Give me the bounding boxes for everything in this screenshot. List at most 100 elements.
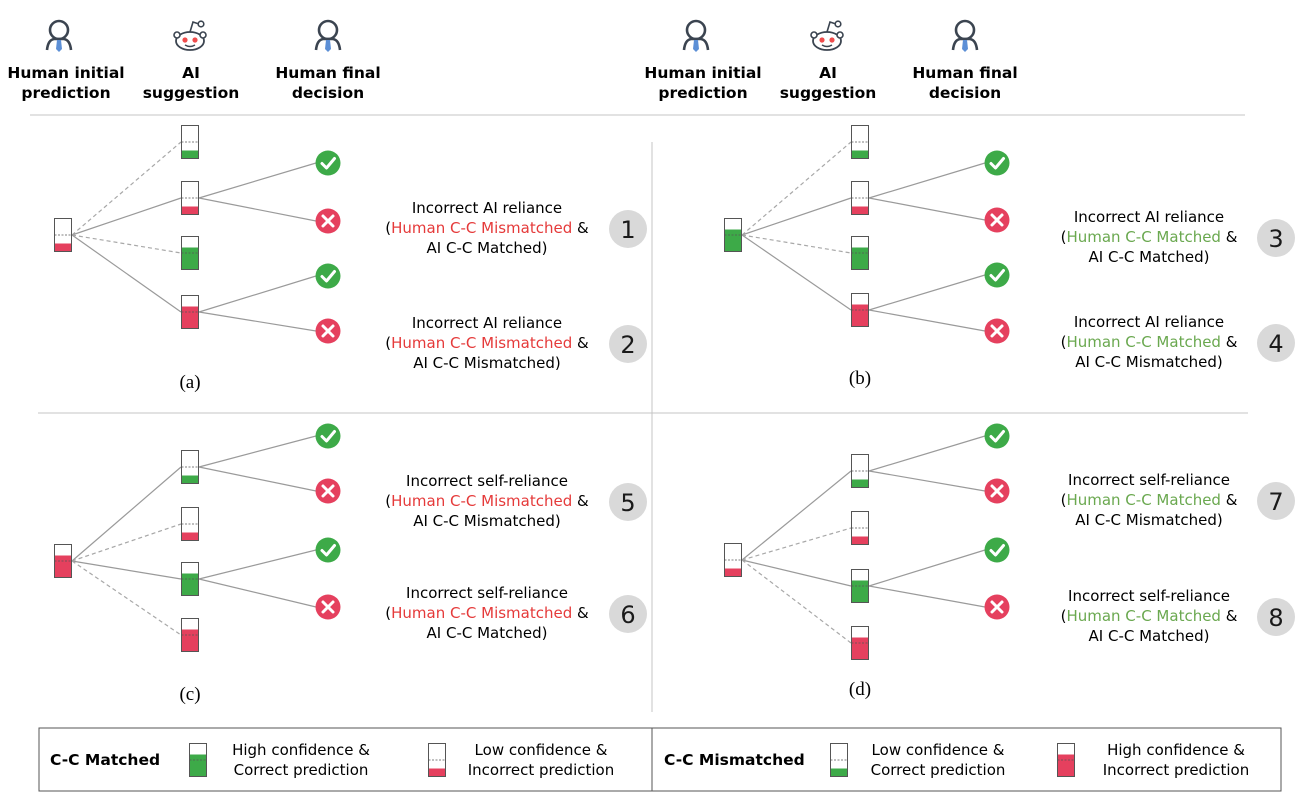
bar-fill (852, 206, 868, 214)
legend-item-line1: High confidence & (1107, 741, 1245, 759)
robot-ear (173, 31, 181, 39)
case-human-line: (Human C-C Mismatched & (385, 219, 589, 237)
x-mark (321, 600, 335, 614)
human-cc-status: Human C-C Mismatched (391, 492, 572, 510)
ai-to-correct-line (868, 549, 986, 587)
user-icon (314, 19, 342, 52)
check-mark (989, 430, 1005, 443)
case-label-3: Incorrect AI reliance(Human C-C Matched … (1061, 208, 1238, 266)
case-label-1: Incorrect AI reliance(Human C-C Mismatch… (385, 199, 589, 257)
header-ai-suggestion: AI suggestion (143, 64, 240, 102)
case-human-line: (Human C-C Matched & (1061, 491, 1238, 509)
case-human-line: (Human C-C Matched & (1061, 607, 1238, 625)
check-circle-icon (984, 537, 1010, 563)
paren-open: ( (1061, 607, 1067, 625)
case-label-4: Incorrect AI reliance(Human C-C Matched … (1061, 313, 1238, 371)
ai-to-incorrect-line (868, 585, 986, 608)
check-circle-bg (984, 150, 1010, 176)
human-to-ai-line (741, 141, 852, 236)
bar-fill (429, 768, 445, 776)
bar-fill (852, 304, 868, 326)
case-title: Incorrect self-reliance (406, 584, 568, 602)
ampersand: & (1221, 333, 1238, 351)
panel-label: (b) (849, 368, 871, 389)
human-to-ai-line (741, 197, 852, 236)
human-initial-bar (54, 218, 72, 252)
x-circle-icon (315, 594, 341, 620)
x-circle-icon (984, 318, 1010, 344)
user-head (685, 19, 707, 41)
paren-open: ( (385, 334, 391, 352)
bar-fill (55, 555, 71, 577)
robot-mouth (821, 44, 833, 48)
header-human-final-line2: decision (929, 84, 1001, 102)
bar-fill (852, 536, 868, 544)
paren-open: ( (1061, 333, 1067, 351)
badge-number: 8 (1268, 604, 1283, 632)
bar-fill (725, 568, 741, 576)
bar-fill (182, 247, 198, 269)
ai-suggestion-bar (181, 450, 199, 484)
case-label-6: Incorrect self-reliance(Human C-C Mismat… (385, 584, 589, 642)
human-to-ai-line (741, 234, 852, 311)
check-circle-icon (315, 263, 341, 289)
case-ai-line: AI C-C Mismatched) (413, 512, 561, 530)
legend-item-line2: Correct prediction (871, 761, 1006, 779)
legend-bar (830, 743, 848, 777)
case-title: Incorrect AI reliance (412, 314, 562, 332)
ai-to-incorrect-line (198, 466, 317, 492)
bar-fill (182, 150, 198, 158)
legend-frame (38, 727, 1282, 792)
bar-fill (182, 306, 198, 328)
case-label-2: Incorrect AI reliance(Human C-C Mismatch… (385, 314, 589, 372)
ai-suggestion-bar (851, 511, 869, 545)
user-tie (693, 40, 699, 52)
case-number-badge: 1 (609, 210, 647, 248)
user-icon (682, 19, 710, 52)
paren-open: ( (1061, 491, 1067, 509)
paren-open: ( (385, 492, 391, 510)
robot-eye (829, 37, 835, 43)
check-mark (989, 157, 1005, 170)
x-circle-icon (984, 478, 1010, 504)
header-ai-suggestion-line1: AI (182, 64, 200, 82)
legend-item-line1: Low confidence & (475, 741, 608, 759)
header-human-initial-line2: prediction (658, 84, 747, 102)
badge-circle (1257, 482, 1295, 520)
check-circle-icon (315, 537, 341, 563)
check-circle-bg (315, 150, 341, 176)
bar-fill (852, 637, 868, 659)
check-mark (989, 269, 1005, 282)
ai-to-incorrect-line (868, 309, 986, 332)
ampersand: & (572, 219, 589, 237)
panel-label: (c) (179, 684, 200, 705)
ai-suggestion-bar (181, 236, 199, 270)
paren-open: ( (385, 219, 391, 237)
bar-fill (182, 206, 198, 214)
human-to-ai-line (741, 559, 852, 644)
case-label-8: Incorrect self-reliance(Human C-C Matche… (1061, 587, 1238, 645)
human-cc-status: Human C-C Mismatched (391, 604, 572, 622)
human-to-ai-line (741, 234, 852, 254)
case-ai-line: AI C-C Mismatched) (1075, 353, 1223, 371)
human-cc-status: Human C-C Matched (1066, 491, 1221, 509)
case-ai-line: AI C-C Matched) (427, 239, 548, 257)
check-circle-bg (315, 263, 341, 289)
case-number-badge: 8 (1257, 598, 1295, 636)
bar-fill (55, 243, 71, 251)
badge-number: 4 (1268, 330, 1283, 358)
robot-eye (182, 37, 188, 43)
paren-open: ( (1061, 228, 1067, 246)
case-ai-line: AI C-C Mismatched) (1075, 511, 1223, 529)
user-tie (325, 40, 331, 52)
ampersand: & (572, 604, 589, 622)
check-mark (320, 270, 336, 283)
header-human-initial-line1: Human initial (644, 64, 761, 82)
user-icon (45, 19, 73, 52)
badge-number: 3 (1268, 225, 1283, 253)
legend-item-line2: Incorrect prediction (1103, 761, 1249, 779)
header-ai-suggestion-line2: suggestion (143, 84, 240, 102)
